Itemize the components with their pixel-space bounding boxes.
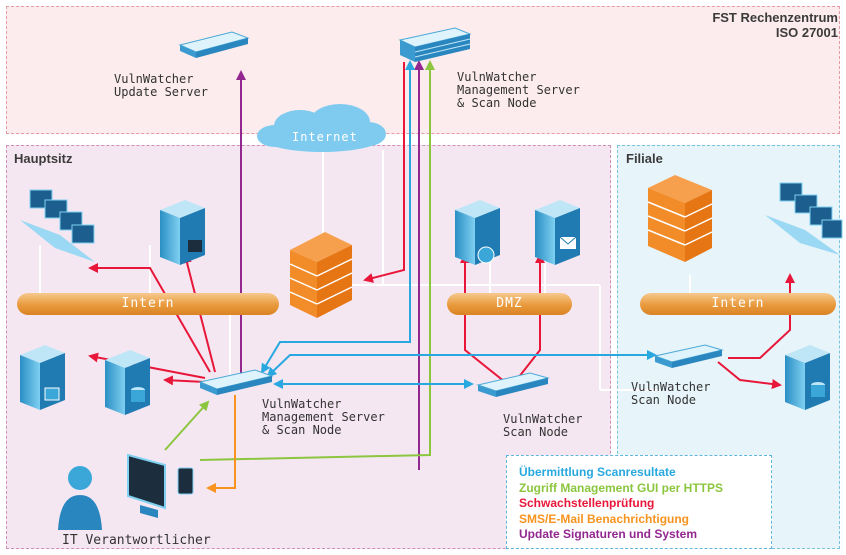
file-server-icon (20, 345, 65, 410)
user-icon (58, 466, 102, 530)
it-admin-label: IT Verantwortlicher (62, 533, 211, 548)
dc-management-server-label: VulnWatcher Management Server & Scan Nod… (457, 71, 580, 110)
branch-scan-node-icon (653, 344, 724, 368)
datacenter-title-line2: ISO 27001 (775, 25, 838, 40)
dmz-bus: DMZ (447, 293, 572, 315)
datacenter-title-line1: FST Rechenzentrum (712, 10, 838, 25)
firewall-icon (289, 232, 353, 318)
legend-notification: SMS/E-Mail Benachrichtigung (519, 511, 690, 526)
hq-scan-node-label-line1: VulnWatcher (503, 412, 583, 426)
update-server-icon (178, 31, 250, 58)
mail-server-icon (535, 200, 580, 265)
intern-bus-hq: Intern (17, 293, 279, 315)
branch-firewall-icon (647, 175, 713, 262)
web-server-icon (455, 200, 500, 265)
dc-management-server-icon (398, 27, 472, 62)
legend: Übermittlung Scanresultate Zugriff Manag… (506, 455, 772, 549)
datacenter-title: FST Rechenzentrum ISO 27001 (712, 10, 838, 40)
hq-management-server-label: VulnWatcher Management Server & Scan Nod… (262, 398, 385, 437)
monitor-icon (127, 453, 166, 518)
cloud-icon (257, 104, 386, 152)
update-server-label-line1: VulnWatcher (114, 72, 194, 86)
hq-management-server-label-line2: Management Server (262, 410, 385, 424)
tower-server-icon (160, 200, 205, 265)
phone-icon (177, 467, 194, 495)
internet-label: Internet (292, 130, 358, 144)
hq-management-server-label-line1: VulnWatcher (262, 397, 342, 411)
dc-management-server-label-line2: Management Server (457, 83, 580, 97)
branch-workstation-group-icon (765, 182, 843, 255)
branch-database-server-icon (785, 345, 830, 410)
hq-scan-node-label: VulnWatcher Scan Node (503, 413, 582, 439)
branch-scan-node-label-line2: Scan Node (631, 393, 697, 407)
hq-scan-node-icon (476, 372, 550, 397)
hq-management-server-icon (198, 369, 274, 395)
legend-vuln-check: Schwachstellenprüfung (519, 496, 655, 510)
branch-scan-node-label-line1: VulnWatcher (631, 380, 711, 394)
legend-gui-access: Zugriff Management GUI per HTTPS (519, 480, 724, 495)
hq-scan-node-label-line2: Scan Node (503, 425, 569, 439)
database-server-icon (105, 350, 150, 415)
update-server-label-line2: Update Server (114, 85, 208, 99)
headquarters-title: Hauptsitz (14, 151, 73, 166)
branch-title: Filiale (626, 151, 663, 166)
datacenter-zone (6, 6, 840, 134)
gui-access-line-dc (199, 60, 435, 461)
workstation-group-icon (20, 189, 95, 262)
gui-access-line-hq (164, 400, 210, 451)
dc-management-server-label-line1: VulnWatcher (457, 70, 537, 84)
update-server-label: VulnWatcher Update Server (114, 73, 208, 99)
legend-scan-results: Übermittlung Scanresultate (519, 465, 676, 479)
dc-management-server-label-line3: & Scan Node (457, 96, 537, 110)
branch-scan-node-label: VulnWatcher Scan Node (631, 381, 710, 407)
hq-management-server-label-line3: & Scan Node (262, 423, 342, 437)
intern-bus-branch: Intern (640, 293, 836, 315)
notification-line (206, 395, 236, 493)
legend-updates: Update Signaturen und System (519, 527, 698, 541)
scan-result-lines (260, 60, 657, 389)
